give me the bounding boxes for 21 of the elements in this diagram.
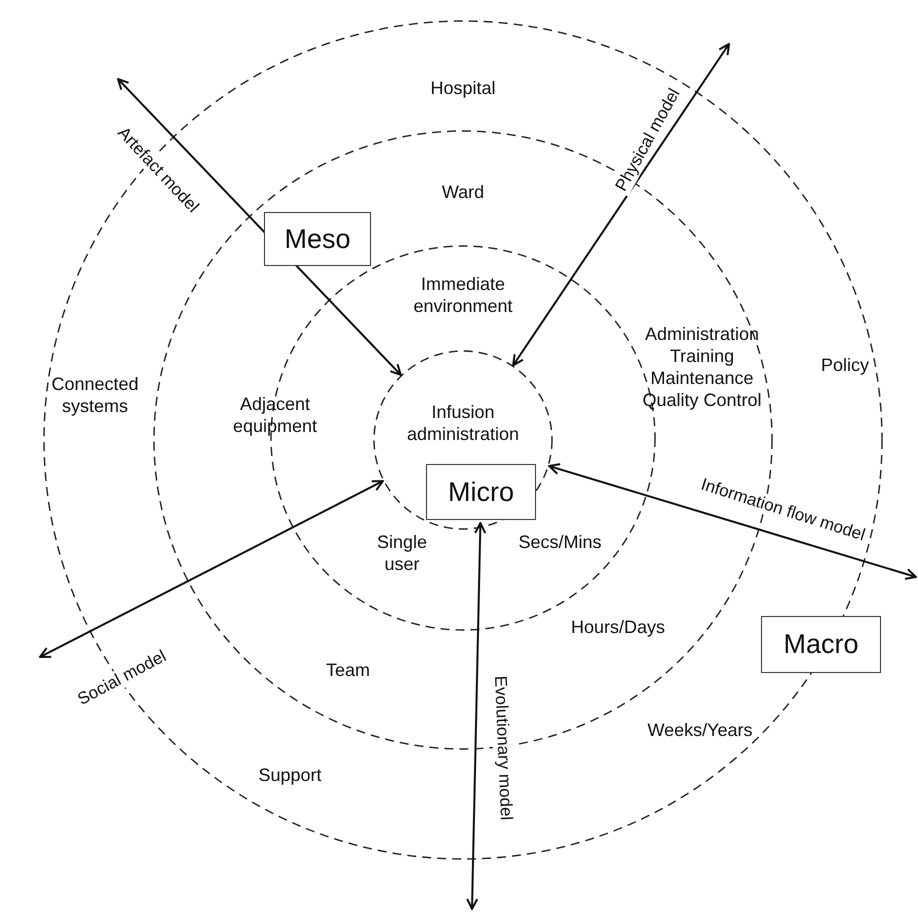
dashed-ring (373, 350, 553, 530)
ring-label: Administration Training Maintenance Quality Control (641, 323, 763, 411)
ring-label: Team (326, 659, 370, 681)
ring-label: Connected systems (50, 373, 140, 417)
ring-label: Adjacent equipment (232, 393, 318, 437)
ring-label: Weeks/Years (647, 719, 753, 741)
ring-label: Single user (376, 531, 428, 575)
double-arrow (117, 78, 402, 376)
double-arrow (512, 43, 730, 366)
ring-label: Hours/Days (570, 616, 666, 638)
ring-label: Secs/Mins (518, 531, 602, 553)
double-arrow (39, 480, 384, 658)
ring-label: Support (258, 764, 322, 786)
double-arrow (466, 522, 486, 910)
ring-label: Ward (442, 181, 484, 203)
double-arrow (548, 463, 917, 580)
dashed-ring (43, 20, 883, 860)
ring-label: Immediate environment (412, 273, 514, 317)
ring-label: Infusion administration (406, 401, 520, 445)
ring-label: Hospital (430, 77, 496, 99)
ring-label: Policy (821, 354, 869, 376)
